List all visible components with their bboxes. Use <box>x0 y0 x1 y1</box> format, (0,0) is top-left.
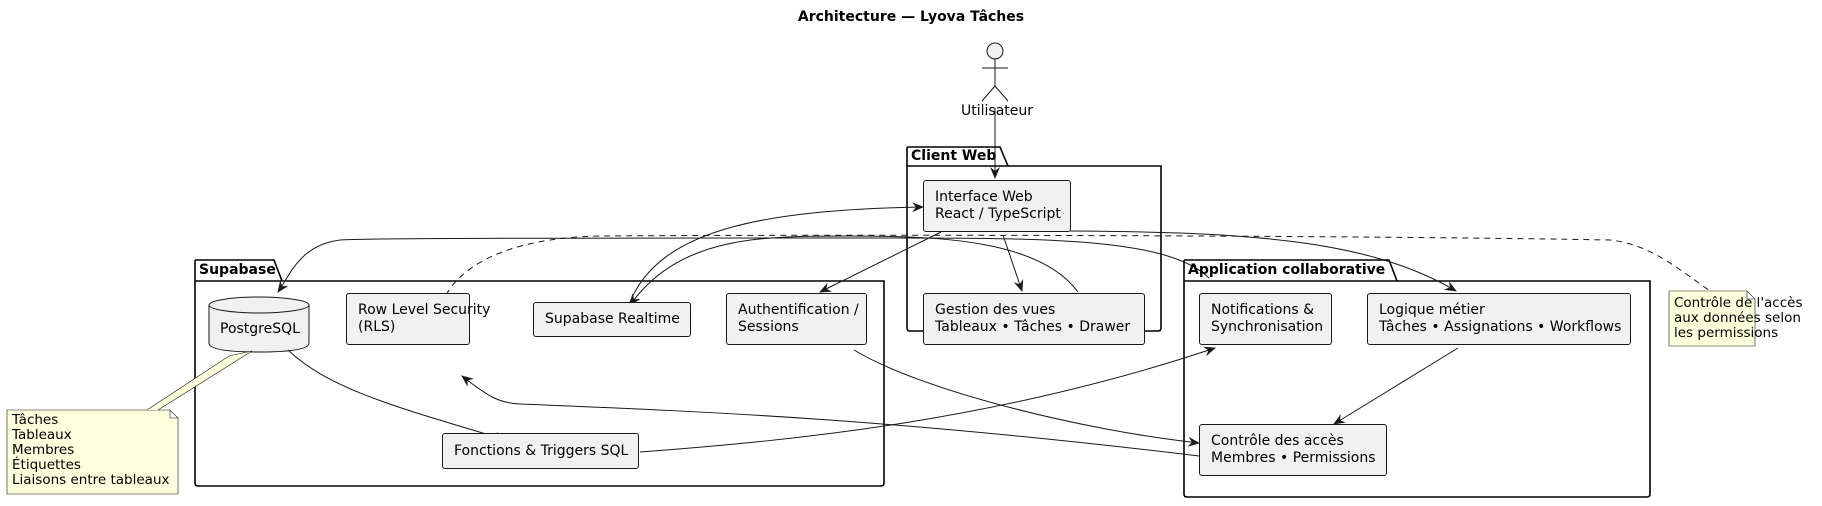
interface-web-component: Interface Web React / TypeScript <box>923 180 1071 232</box>
note-postgres-line: Membres <box>12 442 75 458</box>
supabase-realtime-component: Supabase Realtime <box>533 302 691 337</box>
postgresql-label: PostgreSQL <box>220 321 300 337</box>
note-postgres-line: Liaisons entre tableaux <box>12 472 170 488</box>
edge-fonctions-to-notif <box>639 346 1216 453</box>
gestion-vues-subtitle: Tableaux • Tâches • Drawer <box>935 319 1131 335</box>
note-rls-shape <box>1668 290 1756 347</box>
edge-notif-to-postgres <box>277 237 1210 293</box>
rls-component: Row Level Security (RLS) <box>346 293 491 345</box>
note-postgres-connector <box>146 350 253 411</box>
controle-acces-title: Contrôle des accès <box>1211 433 1344 449</box>
fonctions-triggers-component: Fonctions & Triggers SQL <box>442 433 639 469</box>
edge-postgres-to-fonctions <box>287 349 507 442</box>
note-rls-line: Contrôle de l'accès <box>1674 295 1803 311</box>
note-postgres-shape <box>6 409 179 495</box>
edge-interface-to-logique <box>1069 230 1457 292</box>
fonctions-triggers-label: Fonctions & Triggers SQL <box>454 442 629 459</box>
user-actor-icon <box>981 42 1009 102</box>
controle-acces-subtitle: Membres • Permissions <box>1211 450 1376 466</box>
package-supabase-label: Supabase <box>199 262 276 278</box>
interface-web-subtitle: React / TypeScript <box>935 206 1061 222</box>
package-app-frame <box>1183 259 1651 498</box>
edge-logique-to-controle <box>1333 347 1459 425</box>
notifications-component: Notifications & Synchronisation <box>1199 293 1332 345</box>
actor-label: Utilisateur <box>961 103 1034 119</box>
package-supabase-frame <box>194 259 885 487</box>
note-postgres: Tâches Tableaux Membres Étiquettes Liais… <box>12 413 170 488</box>
gestion-vues-title: Gestion des vues <box>935 302 1056 318</box>
logique-metier-title: Logique métier <box>1379 302 1485 318</box>
edge-auth-to-controle <box>853 349 1200 447</box>
controle-acces-component: Contrôle des accès Membres • Permissions <box>1199 424 1387 476</box>
interface-web-title: Interface Web <box>935 189 1033 205</box>
note-rls-line: aux données selon <box>1674 310 1801 326</box>
edge-controle-to-rls <box>461 375 1200 457</box>
note-postgres-line: Étiquettes <box>12 457 81 473</box>
edge-vues-to-realtime <box>629 235 1079 306</box>
rls-subtitle: (RLS) <box>358 319 396 335</box>
note-rls: Contrôle de l'accès aux données selon le… <box>1674 296 1802 341</box>
package-client-frame <box>906 146 1162 332</box>
rls-title: Row Level Security <box>358 302 491 318</box>
notifications-subtitle: Synchronisation <box>1211 319 1324 335</box>
auth-sessions-subtitle: Sessions <box>738 319 799 335</box>
postgresql-database-icon <box>208 296 310 353</box>
package-app-label: Application collaborative <box>1188 262 1386 278</box>
edge-interface-to-auth <box>819 231 942 293</box>
edge-interface-to-vues <box>1002 234 1024 292</box>
supabase-realtime-label: Supabase Realtime <box>545 311 680 327</box>
auth-sessions-component: Authentification / Sessions <box>726 293 867 345</box>
edge-realtime-to-interface <box>629 202 924 303</box>
gestion-vues-component: Gestion des vues Tableaux • Tâches • Dra… <box>923 293 1145 345</box>
note-postgres-line: Tâches <box>12 412 59 428</box>
note-rls-line: les permissions <box>1674 325 1779 341</box>
logique-metier-subtitle: Tâches • Assignations • Workflows <box>1379 319 1622 335</box>
notifications-title: Notifications & <box>1211 302 1314 318</box>
note-postgres-line: Tableaux <box>12 427 72 443</box>
diagram-title: Architecture — Lyova Tâches <box>797 9 1025 25</box>
logique-metier-component: Logique métier Tâches • Assignations • W… <box>1367 293 1631 345</box>
package-client-label: Client Web <box>911 148 997 164</box>
auth-sessions-title: Authentification / <box>738 302 859 318</box>
note-rls-dashed-link <box>445 234 1711 296</box>
